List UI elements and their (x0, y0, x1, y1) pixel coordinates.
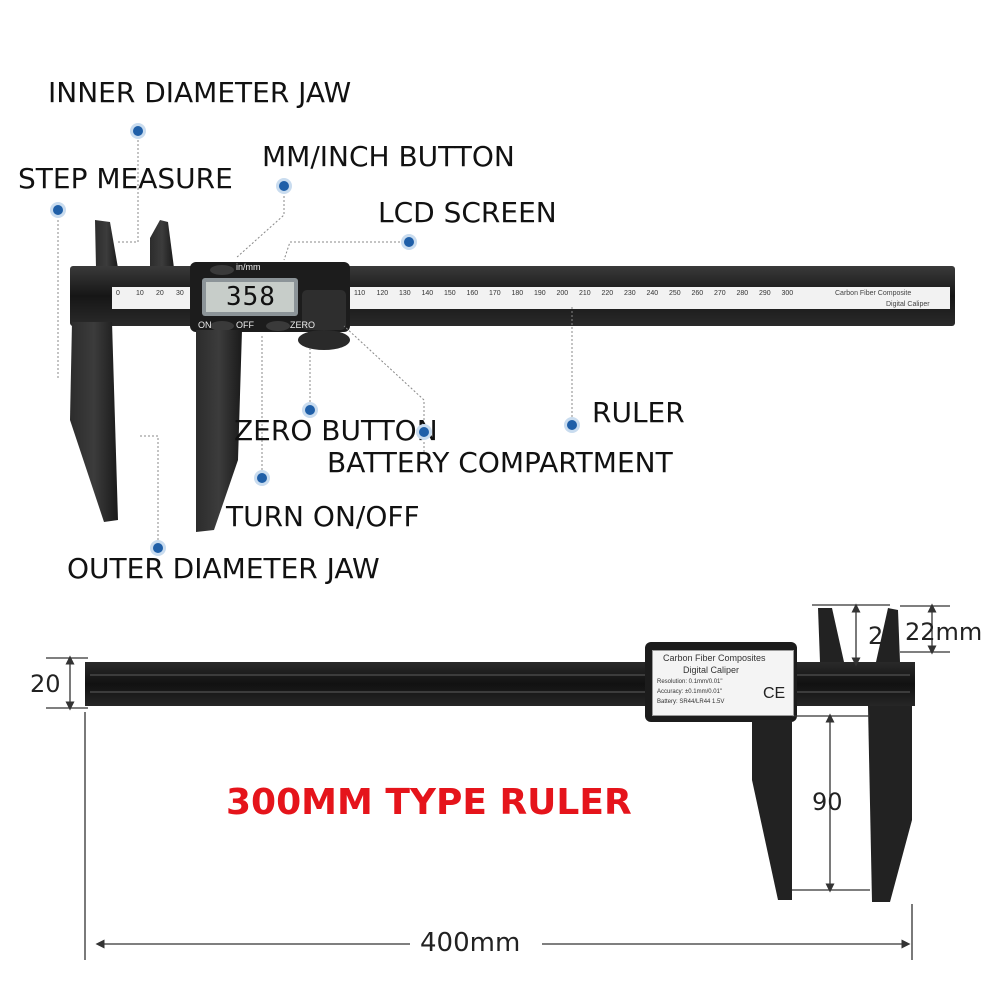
outer-jaw-label: OUTER DIAMETER JAW (67, 552, 380, 585)
zero-key-label: ZERO (290, 320, 316, 330)
off-key-label: OFF (236, 320, 254, 330)
lcd-screen-label: LCD SCREEN (378, 196, 557, 229)
ruler-tick-label: 220 (601, 290, 614, 297)
total-length-dimension: 400mm (420, 928, 521, 958)
spec-label-plate: Carbon Fiber Composites Digital Caliper … (652, 650, 794, 716)
on-off-label: TURN ON/OFF (226, 500, 420, 533)
ruler-tick-label: 280 (736, 290, 749, 297)
ruler-tick-label: 200 (556, 290, 569, 297)
jaw-length-dimension: 90 (812, 788, 843, 816)
ruler-tick-label: 10 (136, 290, 144, 297)
battery-knob (302, 290, 346, 330)
unit-button-shape (210, 265, 234, 275)
jaw-top-dimension: 28 (868, 622, 899, 650)
ruler-tick-label: 140 (421, 290, 434, 297)
ruler-tick-label: 240 (646, 290, 659, 297)
ruler-tick-label: 110 (354, 290, 366, 297)
zero-button-shape (266, 321, 290, 331)
fixed-inner-jaw (95, 220, 118, 268)
unit-key-label: in/mm (236, 262, 261, 272)
ruler-tick-label: 210 (579, 290, 591, 297)
height-dimension: 20 (30, 670, 61, 698)
bottom-upper-jaw-right (876, 608, 900, 662)
battery-compartment-label: BATTERY COMPARTMENT (327, 446, 673, 479)
spec-line-3: Resolution: 0.1mm/0.01" (657, 679, 723, 685)
ruler-tick-label: 130 (399, 290, 411, 297)
ruler-tick-label: 20 (156, 290, 164, 297)
ruler-label: RULER (592, 396, 685, 429)
ruler-tick-label: 120 (376, 290, 389, 297)
mm-inch-button-label: MM/INCH BUTTON (262, 140, 515, 173)
bottom-fixed-jaw (868, 706, 912, 902)
ruler-tick-label: 150 (444, 290, 456, 297)
ruler-tick-label: 250 (669, 290, 681, 297)
spec-line-1: Carbon Fiber Composites (663, 653, 766, 663)
ruler-tick-label: 260 (691, 290, 704, 297)
step-measure-label: STEP MEASURE (18, 162, 233, 195)
ruler-tick-label: 270 (714, 290, 726, 297)
bottom-moving-jaw (752, 720, 792, 900)
ruler-tick-label: 0 (116, 290, 120, 297)
ruler-brand-text: Carbon Fiber Composite (835, 290, 912, 297)
ruler-tick-label: 190 (534, 290, 546, 297)
zero-button-dot (305, 405, 315, 415)
ruler-tick-label: 300 (781, 290, 794, 297)
ruler-tick-labels: 0 10 20 30 110 120 130 140 150 160 170 180 190 200 210… (116, 290, 796, 304)
moving-outer-jaw (196, 330, 242, 532)
ruler-brand-text-2: Digital Caliper (886, 301, 930, 308)
lcd-glass (206, 282, 294, 312)
ruler-tick-label: 180 (511, 290, 524, 297)
battery-dot (419, 427, 429, 437)
ruler-tick-label: 160 (466, 290, 479, 297)
headline: 300MM TYPE RULER (226, 782, 632, 823)
thumb-wheel (298, 330, 350, 350)
ce-mark: CE (763, 685, 786, 702)
zero-button-label: ZERO BUTTON (234, 414, 438, 447)
ruler-tick-label: 170 (489, 290, 501, 297)
bottom-upper-jaw-left (818, 608, 844, 662)
outer-jaw-dot (153, 543, 163, 553)
on-button-shape (210, 321, 234, 331)
fixed-outer-jaw (70, 322, 118, 522)
spec-line-5: Battery: SR44/LR44 1.5V (657, 699, 725, 705)
on-key-label: ON (198, 320, 212, 330)
ruler-dot (567, 420, 577, 430)
inner-jaw-label: INNER DIAMETER JAW (48, 76, 352, 109)
ruler-tick-label: 230 (624, 290, 636, 297)
lcd-readout: 358 (226, 282, 276, 312)
mm-inch-button-dot (279, 181, 289, 191)
spec-line-4: Accuracy: ±0.1mm/0.01" (657, 689, 723, 695)
ruler-tick-label: 30 (176, 290, 184, 297)
inner-jaw-dot (133, 126, 143, 136)
jaw-side-dimension: 22mm (905, 618, 983, 646)
lcd-screen-dot (404, 237, 414, 247)
ruler-tick-label: 290 (759, 290, 771, 297)
spec-line-2: Digital Caliper (683, 665, 740, 675)
on-off-dot (257, 473, 267, 483)
fixed-inner-jaw-right (150, 220, 174, 268)
step-measure-dot (53, 205, 63, 215)
